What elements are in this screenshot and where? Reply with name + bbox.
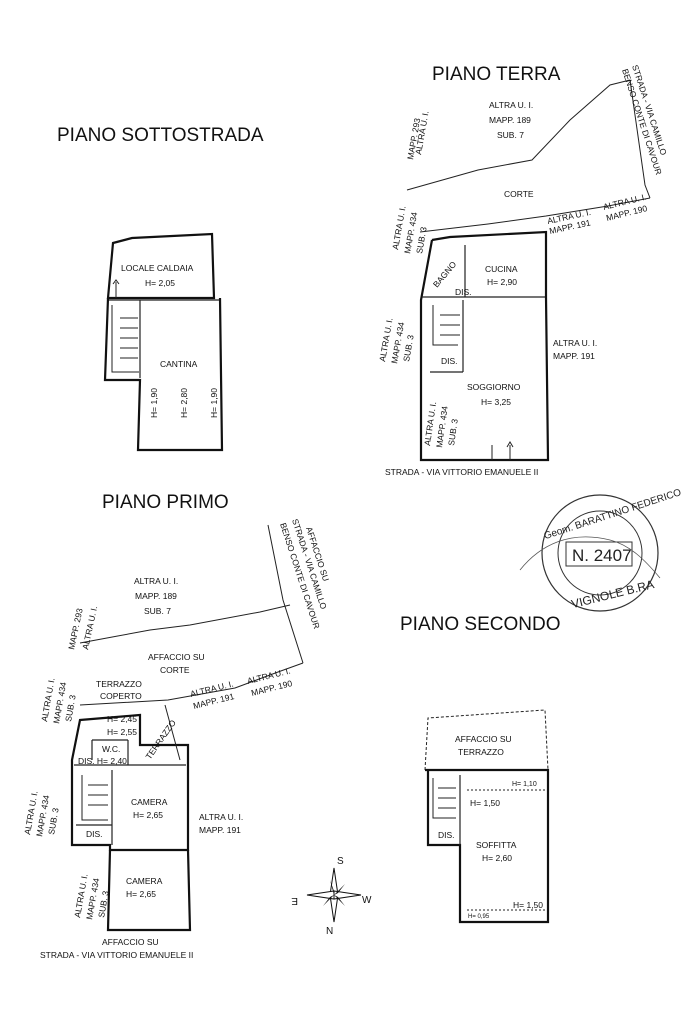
label-sub-434b: SUB. 3 <box>46 807 61 836</box>
label-altra-191r: ALTRA U. I. <box>553 338 597 348</box>
label-h-mid: H= 2,80 <box>179 388 189 418</box>
label-h-255: H= 2,55 <box>107 727 137 737</box>
label-altra-191r: ALTRA U. I. <box>199 812 243 822</box>
label-h-110: H= 1,10 <box>512 781 537 788</box>
plan-primo: AFFACCIO SU STRADA - VIA CAMILLO BENSO C… <box>22 518 331 960</box>
label-h-cucina: H= 2,90 <box>487 277 517 287</box>
label-dis: DIS. <box>441 356 458 366</box>
label-affaccio-su-bottom: AFFACCIO SU <box>102 937 159 947</box>
plan-secondo: AFFACCIO SU TERRAZZO H= 1,10 H= 1,50 DIS… <box>424 709 550 924</box>
professional-stamp: N. 2407 Geom. BARATTINO FEDERICO VIGNOLE… <box>519 487 683 612</box>
label-altra-top: ALTRA U. I. <box>134 576 178 586</box>
label-terrazzo-diag: TERRAZZO <box>143 718 178 762</box>
label-h-left: H= 1,90 <box>149 388 159 418</box>
label-affaccio-su: AFFACCIO SU <box>455 734 512 744</box>
label-locale-caldaia: LOCALE CALDAIA <box>121 263 194 273</box>
plan-sottostrada: LOCALE CALDAIA H= 2,05 CANTINA H= 1,90 H… <box>103 232 224 452</box>
stamp-number: N. 2407 <box>572 546 632 565</box>
label-sub-434a: SUB. 3 <box>414 226 429 255</box>
label-camera-1: CAMERA <box>131 797 168 807</box>
stamp-bottom-text: VIGNOLE B.RA <box>570 577 656 611</box>
label-h-camera-2: H= 2,65 <box>126 889 156 899</box>
compass-e: E <box>291 895 298 906</box>
compass-rose: S E W N <box>291 856 372 937</box>
label-mapp-189: MAPP. 189 <box>489 115 531 125</box>
label-corte: CORTE <box>504 189 534 199</box>
label-dis-h-240: DIS. H= 2,40 <box>78 756 127 766</box>
label-soggiorno: SOGGIORNO <box>467 382 521 392</box>
compass-w: W <box>362 895 372 906</box>
title-piano-terra: PIANO TERRA <box>432 64 561 85</box>
label-sub-434c: SUB. 3 <box>96 890 111 919</box>
label-altra-top: ALTRA U. I. <box>489 100 533 110</box>
label-h-150b: H= 1,50 <box>513 900 543 910</box>
label-sub-434b: SUB. 3 <box>401 334 416 363</box>
label-h-camera-1: H= 2,65 <box>133 810 163 820</box>
label-h-soffitta: H= 2,60 <box>482 853 512 863</box>
label-h-right: H= 1,90 <box>209 388 219 418</box>
plan-terra: ALTRA U. I. MAPP. 189 SUB. 7 ALTRA U. I.… <box>377 64 669 477</box>
label-dis: DIS. <box>438 830 455 840</box>
label-soffitta: SOFFITTA <box>476 840 517 850</box>
label-h-soggiorno: H= 3,25 <box>481 397 511 407</box>
label-h-245: H= 2,45 <box>107 714 137 724</box>
label-sub-7: SUB. 7 <box>144 606 171 616</box>
label-mapp-191r: MAPP. 191 <box>553 351 595 361</box>
label-dis: DIS. <box>86 829 103 839</box>
label-sub-434c: SUB. 3 <box>446 418 460 446</box>
label-terrazzo: TERRAZZO <box>458 747 504 757</box>
label-terrazzo-coperto-2: COPERTO <box>100 691 142 701</box>
label-mapp-189: MAPP. 189 <box>135 591 177 601</box>
label-terrazzo-coperto-1: TERRAZZO <box>96 679 142 689</box>
title-piano-sottostrada: PIANO SOTTOSTRADA <box>57 125 264 146</box>
label-affaccio-su-corte-2: CORTE <box>160 665 190 675</box>
label-mapp-191r: MAPP. 191 <box>199 825 241 835</box>
label-camera-2: CAMERA <box>126 876 163 886</box>
label-wc: W.C. <box>102 744 120 754</box>
label-sub-7: SUB. 7 <box>497 130 524 140</box>
label-strada-vittorio: STRADA - VIA VITTORIO EMANUELE II <box>40 950 193 960</box>
label-sub-434a: SUB. 3 <box>63 694 78 723</box>
label-h-150a: H= 1,50 <box>470 798 500 808</box>
label-h-caldaia: H= 2,05 <box>145 278 175 288</box>
label-cucina: CUCINA <box>485 264 518 274</box>
label-cantina: CANTINA <box>160 359 198 369</box>
label-h-095: H= 0,95 <box>468 914 490 920</box>
label-bagno: BAGNO <box>431 259 459 289</box>
label-affaccio-su-corte-1: AFFACCIO SU <box>148 652 205 662</box>
title-piano-secondo: PIANO SECONDO <box>400 614 560 635</box>
compass-s: S <box>337 856 344 867</box>
compass-n: N <box>326 926 333 937</box>
stamp-top-text: Geom. BARATTINO FEDERICO <box>543 487 683 542</box>
title-piano-primo: PIANO PRIMO <box>102 492 229 513</box>
label-strada-vittorio: STRADA - VIA VITTORIO EMANUELE II <box>385 467 538 477</box>
label-dis-small: DIS. <box>455 287 472 297</box>
